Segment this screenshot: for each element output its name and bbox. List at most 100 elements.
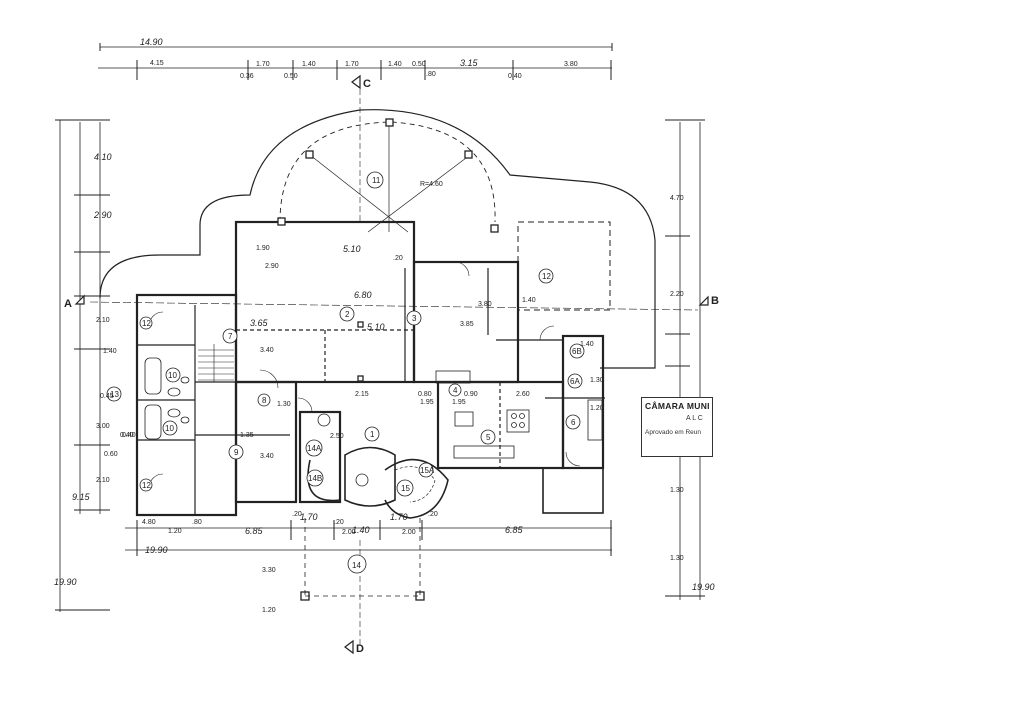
interior-dim-6: 3.85 [460, 321, 474, 328]
interior-dim-9: 1.40 [522, 297, 536, 304]
door-swings [148, 261, 581, 489]
room-1: 1 [370, 430, 375, 439]
partitions [137, 268, 605, 515]
tower-right [384, 458, 449, 519]
section-b-label: B [711, 295, 719, 307]
interior-dim-16: 1.95 [452, 399, 466, 406]
terrace-outline [99, 109, 656, 369]
section-c-label: C [363, 78, 371, 90]
top-overall-dim: 14.90 [140, 37, 163, 47]
room-10a: 10 [168, 371, 177, 380]
room-circles [106, 171, 585, 574]
interior-dim-18: 0.90 [464, 391, 478, 398]
stairs [198, 344, 234, 382]
interior-dim-2: 6.80 [354, 290, 372, 300]
room-4: 4 [453, 386, 458, 395]
left-dim-5: 9.15 [72, 492, 91, 502]
stamp-subtitle: A L C [686, 415, 703, 422]
interior-dim-12: 1.90 [256, 245, 270, 252]
room-15a: 15A [420, 466, 435, 475]
room-14a: 14A [307, 444, 322, 453]
room-2: 2 [345, 310, 350, 319]
room-8: 8 [262, 396, 267, 405]
left-dim-4: 2.10 [96, 477, 110, 484]
room-7: 7 [228, 332, 233, 341]
top-dim-1: 1.70 [256, 61, 270, 68]
top-small-2: 0.50 [412, 61, 426, 68]
left-dim-1: 2.90 [93, 210, 112, 220]
right-dim-2: 1.30 [670, 487, 684, 494]
bay-dashed-arc [279, 121, 496, 223]
interior-dim-25: 1.40 [580, 341, 594, 348]
top-small-3: .80 [426, 71, 436, 78]
section-c-marker [351, 74, 361, 90]
interior-dim-0: 5.10 [343, 244, 361, 254]
room-11: 11 [372, 176, 381, 185]
left-dimension-lines [55, 119, 110, 612]
room-15: 15 [401, 484, 410, 493]
top-small-1: 0.50 [284, 73, 298, 80]
top-dimension-lines [98, 43, 613, 80]
section-d-marker [344, 639, 354, 655]
right-dim-1: 2.20 [670, 291, 684, 298]
room-10b: 10 [165, 424, 174, 433]
drawing-text: 14.90 4.15 1.70 1.40 1.70 1.40 3.15 3.80… [54, 37, 719, 655]
room-14: 14 [352, 561, 361, 570]
interior-dim-13: 2.90 [265, 263, 279, 270]
top-dim-6: 3.80 [564, 61, 578, 68]
bottom-small-4: .20 [334, 519, 344, 526]
interior-dim-14: 1.20 [590, 405, 604, 412]
interior-dim-1: 5.10 [367, 322, 385, 332]
left-dim-0: 4.10 [94, 152, 112, 162]
bottom-small-1: 1.20 [168, 528, 182, 535]
stamp-approval-text: Aprovado em Reun [645, 429, 702, 436]
room-6b: 6B [572, 347, 582, 356]
bottom-dim-0: 6.85 [245, 526, 264, 536]
bottom-dim-2: 1.40 [352, 525, 370, 535]
left-small-1: 0.60 [104, 451, 118, 458]
right-overall-dim: 19.90 [692, 582, 715, 592]
right-dim-0: 4.70 [670, 195, 684, 202]
bottom-small-0: 4.80 [142, 519, 156, 526]
right-dimension-lines [665, 119, 705, 600]
curved-wall [307, 459, 341, 502]
left-dim-2: 2.10 [96, 317, 110, 324]
walls [135, 220, 611, 517]
interior-dim-20: 2.50 [330, 433, 344, 440]
section-d-label: D [356, 643, 364, 655]
top-dim-2: 1.40 [302, 61, 316, 68]
bottom-small-5: .20 [428, 511, 438, 518]
room-13: 13 [110, 390, 119, 399]
interior-dim-24: 0.40 [122, 432, 136, 439]
top-small-0: 0.36 [240, 73, 254, 80]
annex [542, 467, 604, 514]
left-dim-3: 3.00 [96, 423, 110, 430]
interior-dim-8: 2.60 [516, 391, 530, 398]
bottom-dim-4: 6.85 [505, 525, 524, 535]
bottom-small-3: .20 [292, 511, 302, 518]
portico-dim-0: 2.00 [342, 529, 356, 536]
room-3: 3 [412, 314, 417, 323]
top-dim-0: 4.15 [150, 60, 164, 67]
kitchen-fixtures [435, 370, 603, 459]
top-dim-5: 3.15 [460, 58, 479, 68]
interior-dim-17: 0.80 [418, 391, 432, 398]
room-9: 9 [234, 448, 239, 457]
interior-dim-11: R=4.60 [420, 181, 443, 188]
room-6a: 6A [570, 377, 580, 386]
interior-dim-10: 1.30 [590, 377, 604, 384]
right-dim-3: 1.30 [670, 555, 684, 562]
interior-dim-23: 3.80 [478, 301, 492, 308]
room-12a: 12 [542, 272, 551, 281]
bottom-dim-1: 1.70 [300, 512, 318, 522]
columns [277, 118, 499, 601]
bottom-overall-dim: 19.90 [145, 545, 168, 555]
room-5: 5 [486, 433, 491, 442]
tower-left [344, 446, 396, 507]
section-a-label: A [64, 298, 72, 310]
interior-dim-21: 1.95 [420, 399, 434, 406]
interior-dim-3: 3.65 [250, 318, 269, 328]
portico-dim-3: 1.20 [262, 607, 276, 614]
left-small-0: 0.40 [120, 432, 134, 439]
section-a-marker [74, 294, 85, 305]
